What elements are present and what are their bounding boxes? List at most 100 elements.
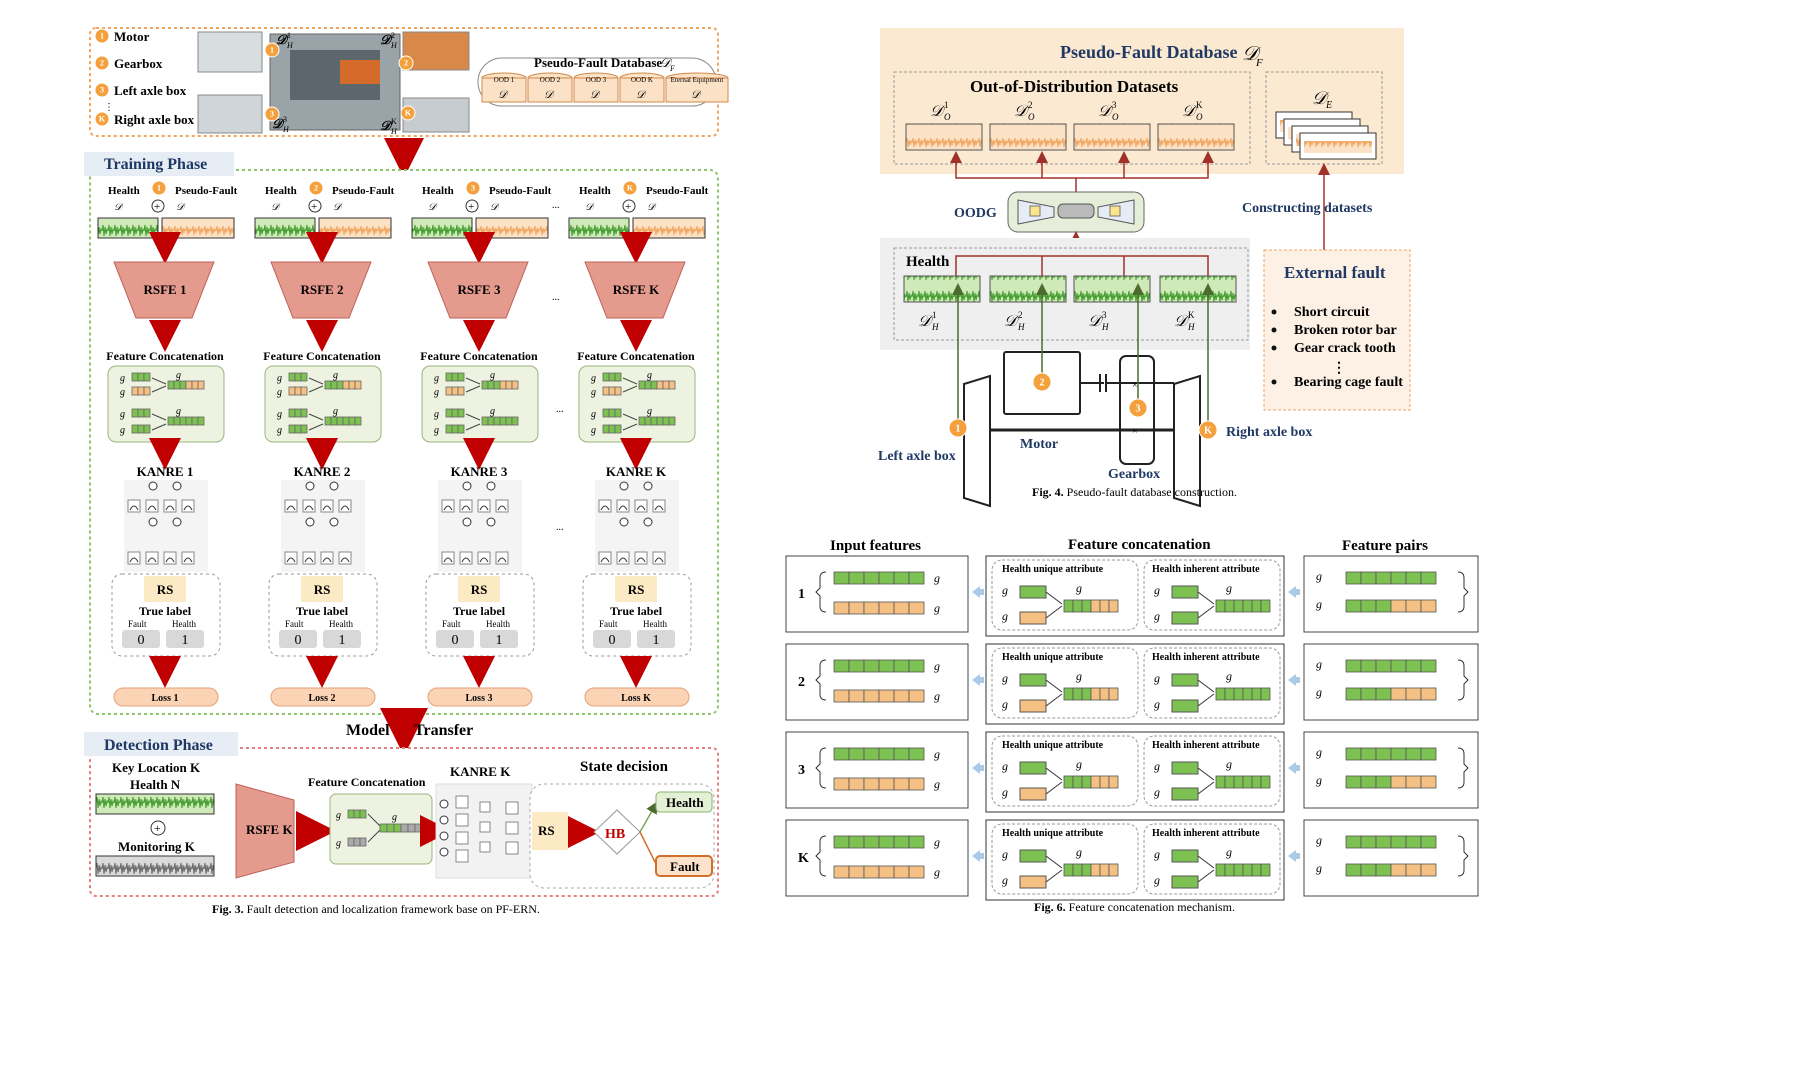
ood-set-label: 𝒟 xyxy=(1098,103,1114,120)
svg-text:H: H xyxy=(286,41,294,50)
svg-text:g: g xyxy=(434,373,439,384)
pseudo-fault-signal xyxy=(318,217,392,239)
unique-attr-label: Health unique attribute xyxy=(1002,652,1104,663)
health-tag: Health xyxy=(486,619,510,629)
feature-concat-box xyxy=(421,365,539,443)
rs-label: RS xyxy=(157,582,174,597)
svg-text:+: + xyxy=(468,201,474,213)
svg-text:g: g xyxy=(1076,845,1082,859)
svg-text:g: g xyxy=(1002,759,1008,773)
loss-label: Loss 2 xyxy=(309,693,336,704)
svg-text:g: g xyxy=(120,387,125,398)
fig4-caption: Fig. 4. Pseudo-fault database constructi… xyxy=(1032,485,1237,499)
svg-text:g: g xyxy=(1154,847,1160,861)
svg-text:𝒟: 𝒟 xyxy=(333,202,343,213)
legend-badge-3-text: 3 xyxy=(100,86,104,95)
inherent-attr-label: Health inherent attribute xyxy=(1152,652,1260,663)
svg-text:g: g xyxy=(120,409,125,420)
svg-text:g: g xyxy=(490,370,495,381)
input-features-box xyxy=(785,819,969,897)
pseudo-fault-signal xyxy=(475,217,549,239)
svg-text:𝒟: 𝒟 xyxy=(590,89,601,101)
state-health xyxy=(655,791,713,813)
svg-text:g: g xyxy=(1316,569,1322,583)
dhk-label: 𝒟 xyxy=(380,118,393,133)
svg-text:2: 2 xyxy=(1018,310,1023,320)
photo-badge-k xyxy=(400,105,416,121)
external-fault-title: External fault xyxy=(1284,263,1386,282)
svg-text:1: 1 xyxy=(932,310,937,320)
pseudo-fault-label: Pseudo-Fault xyxy=(332,185,395,197)
svg-text:g: g xyxy=(277,425,282,436)
label-zero: 0 xyxy=(138,633,145,648)
health-tag: Health xyxy=(329,619,353,629)
db-cell xyxy=(619,77,665,103)
fault-tag: Fault xyxy=(128,619,147,629)
input-features-box xyxy=(785,731,969,809)
feature-concat-box xyxy=(264,365,382,443)
true-label: True label xyxy=(296,604,349,618)
oodg-label: OODG xyxy=(954,206,997,221)
svg-text:g: g xyxy=(934,835,940,849)
rs-label: RS xyxy=(471,582,488,597)
svg-text:H: H xyxy=(282,125,290,134)
detection-feature-concat: Feature Concatenation xyxy=(308,775,426,789)
svg-text:g: g xyxy=(336,838,341,849)
svg-text:g: g xyxy=(934,865,940,879)
svg-text:H: H xyxy=(1017,322,1025,332)
true-label: True label xyxy=(453,604,506,618)
unique-attr-label: Health unique attribute xyxy=(1002,564,1104,575)
rs-label: RS xyxy=(314,582,331,597)
health-signal-set xyxy=(989,275,1067,303)
legend-badge-K xyxy=(94,111,110,127)
svg-text:𝒟: 𝒟 xyxy=(691,89,702,101)
feature-concat-box xyxy=(578,365,696,443)
legend-badge-1 xyxy=(94,28,110,44)
svg-text:3: 3 xyxy=(1102,310,1107,320)
svg-text:g: g xyxy=(1154,759,1160,773)
legend-right-axle-box: Right axle box xyxy=(114,112,195,127)
fault-tag: Fault xyxy=(442,619,461,629)
svg-text:g: g xyxy=(1154,583,1160,597)
svg-text:𝒟: 𝒟 xyxy=(1312,88,1330,108)
svg-text:g: g xyxy=(934,601,940,615)
svg-text:𝒟: 𝒟 xyxy=(636,89,647,101)
svg-text:×: × xyxy=(1132,426,1138,437)
db-cell xyxy=(665,77,729,103)
legend-left-axle-box: Left axle box xyxy=(114,83,187,98)
inherent-attr-label: Health inherent attribute xyxy=(1152,828,1260,839)
ood-set-label: 𝒟 xyxy=(1014,103,1030,120)
header-feature-pairs: Feature pairs xyxy=(1342,538,1428,554)
pseudo-fault-label: Pseudo-Fault xyxy=(646,185,709,197)
db-cell xyxy=(527,77,573,103)
true-label: True label xyxy=(139,604,192,618)
svg-text:×: × xyxy=(1132,380,1138,391)
svg-text:g: g xyxy=(1316,657,1322,671)
svg-text:+: + xyxy=(311,201,317,213)
svg-text:O: O xyxy=(1196,112,1203,122)
svg-text:g: g xyxy=(1002,671,1008,685)
legend-badge-2-text: 2 xyxy=(100,59,104,68)
health-set-label: 𝒟 xyxy=(918,313,934,330)
svg-text:3: 3 xyxy=(1112,100,1117,110)
db-cell-label: OOD 3 xyxy=(586,76,607,84)
photo-gearbox xyxy=(402,31,470,71)
health-signal xyxy=(254,217,316,239)
feature-pairs-box xyxy=(1303,731,1479,809)
health-n-signal xyxy=(95,793,215,815)
legend-badge-K-text: K xyxy=(99,115,106,124)
svg-text:g: g xyxy=(1226,845,1232,859)
photo-badge-1-text: 1 xyxy=(270,46,274,55)
legend-badge-2 xyxy=(94,55,110,71)
svg-text:g: g xyxy=(1316,745,1322,759)
svg-text:g: g xyxy=(176,406,181,417)
training-phase-title: Training Phase xyxy=(104,156,207,173)
feature-pairs-box xyxy=(1303,555,1479,633)
svg-text:g: g xyxy=(1002,847,1008,861)
svg-text:g: g xyxy=(647,406,652,417)
monitoring-k-signal xyxy=(95,855,215,877)
kanre-k-detection-title: KANRE K xyxy=(450,764,511,779)
fig6-concatenation: Input features Feature concatenation Fea… xyxy=(785,537,1479,914)
